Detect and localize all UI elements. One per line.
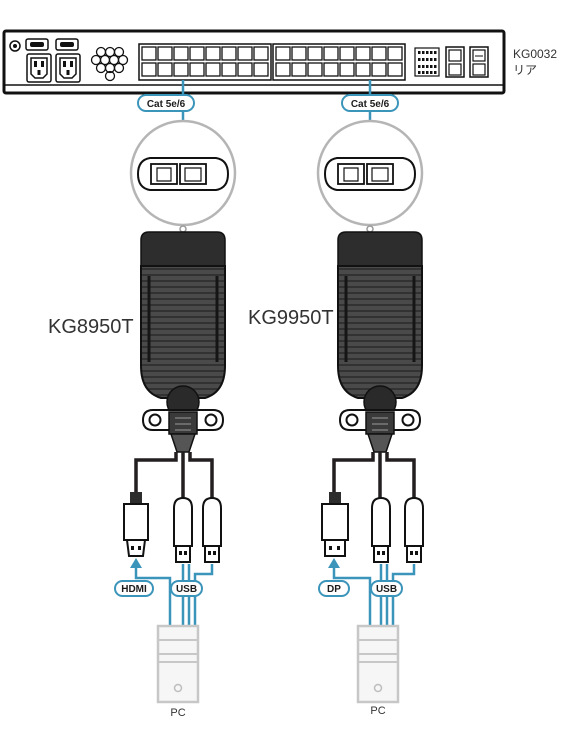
rj45-port-icon <box>291 62 307 77</box>
rj45-port-icon <box>237 62 253 77</box>
lan-port-icon <box>445 46 489 78</box>
cat-badge-right: Cat 5e/6 <box>341 94 399 112</box>
pc-label-left: PC <box>170 707 185 719</box>
cat-badge-left: Cat 5e/6 <box>137 94 195 112</box>
adapter-model-right: KG9950T <box>248 307 334 329</box>
rj45-port-icon <box>339 62 355 77</box>
rj45-port-icon <box>141 62 157 77</box>
rj45-closeup-left <box>129 119 237 233</box>
pc-tower-right <box>356 624 400 704</box>
fan-vent-icon <box>90 46 129 82</box>
svg-text:DP: DP <box>327 584 341 595</box>
svg-text:Cat 5e/6: Cat 5e/6 <box>351 99 390 110</box>
rj45-port-icon <box>157 62 173 77</box>
rj45-port-icon <box>371 62 387 77</box>
rj45-port-icon <box>189 46 205 61</box>
rj45-port-icon <box>221 62 237 77</box>
rj45-port-icon <box>253 46 269 61</box>
power-switch-icon <box>9 38 79 52</box>
rj45-port-icon <box>355 62 371 77</box>
usb-plug-right-2 <box>404 497 424 563</box>
rj45-port-bank <box>138 43 406 81</box>
rj45-port-icon <box>157 46 173 61</box>
displayport-plug-icon <box>321 492 349 557</box>
usb-plug-left-1 <box>173 497 193 563</box>
pc-tower-left <box>156 624 200 704</box>
usb-plug-right-1 <box>371 497 391 563</box>
rj45-port-icon <box>173 46 189 61</box>
svg-text:USB: USB <box>176 584 197 595</box>
rj45-port-icon <box>275 62 291 77</box>
rj45-port-icon <box>221 46 237 61</box>
kvm-switch-rear-panel <box>2 29 506 95</box>
rj45-port-icon <box>387 62 403 77</box>
usb-badge-left: USB <box>170 580 203 597</box>
rj45-port-icon <box>323 62 339 77</box>
rj45-port-icon <box>237 46 253 61</box>
pc-connection-lines-right <box>332 564 416 630</box>
switch-model-label: KG0032 <box>513 47 557 61</box>
rj45-port-icon <box>307 46 323 61</box>
svg-text:HDMI: HDMI <box>121 584 147 595</box>
rj45-port-icon <box>387 46 403 61</box>
rj45-port-icon <box>371 46 387 61</box>
rj45-port-icon <box>253 62 269 77</box>
rj45-port-icon <box>339 46 355 61</box>
rj45-port-icon <box>323 46 339 61</box>
hdmi-plug-icon <box>123 492 149 557</box>
kg8950t-adapter <box>139 230 227 454</box>
power-socket-icon <box>26 53 81 83</box>
hdmi-arrow-icon <box>130 558 142 568</box>
kg9950t-adapter <box>336 230 424 454</box>
rj45-port-icon <box>205 46 221 61</box>
hdmi-badge: HDMI <box>114 580 154 597</box>
usb-badge-right: USB <box>370 580 403 597</box>
svg-text:Cat 5e/6: Cat 5e/6 <box>147 99 186 110</box>
rj45-port-icon <box>355 46 371 61</box>
rj45-port-icon <box>291 46 307 61</box>
dp-badge: DP <box>318 580 350 597</box>
rj45-port-icon <box>173 62 189 77</box>
rj45-closeup-right <box>316 119 424 233</box>
svg-text:USB: USB <box>376 584 397 595</box>
dp-arrow-icon <box>328 558 340 568</box>
usb-plug-left-2 <box>202 497 222 563</box>
rj45-port-icon <box>307 62 323 77</box>
switch-rear-label: リア <box>513 63 537 77</box>
rj45-port-icon <box>141 46 157 61</box>
rj45-port-icon <box>205 62 221 77</box>
pc-label-right: PC <box>370 705 385 717</box>
adapter-model-left: KG8950T <box>48 316 134 338</box>
rj45-port-icon <box>189 62 205 77</box>
rj45-port-icon <box>275 46 291 61</box>
adapter-cables-left <box>134 452 214 498</box>
dip-switch-icon <box>414 47 440 77</box>
adapter-cables-right <box>332 452 416 498</box>
pc-connection-lines-left <box>134 564 214 630</box>
